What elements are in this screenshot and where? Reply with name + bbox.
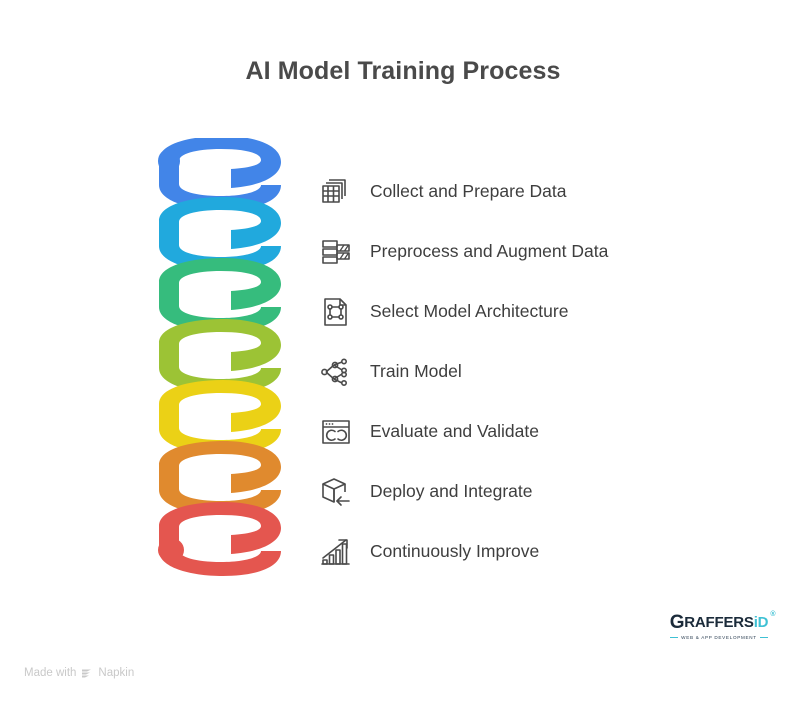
document-graph-icon <box>316 292 356 332</box>
step-row[interactable]: Preprocess and Augment Data <box>316 222 736 282</box>
browser-gauges-icon <box>316 412 356 452</box>
brand-wordmark: GRAFFERSiD ® <box>669 611 776 633</box>
page-title: AI Model Training Process <box>245 57 561 85</box>
steps-list: Collect and Prepare Data Preprocess and … <box>316 162 736 582</box>
cube-arrow-icon <box>316 472 356 512</box>
step-row[interactable]: Continuously Improve <box>316 522 736 582</box>
napkin-logo-icon <box>81 667 93 679</box>
napkin-watermark: Made with Napkin <box>24 667 134 679</box>
step-label: Train Model <box>370 361 462 382</box>
brand-tagline-row: WEB & APP DEVELOPMENT <box>670 635 768 640</box>
tagline-rule-left <box>670 636 679 638</box>
step-label: Continuously Improve <box>370 541 540 562</box>
network-nodes-icon <box>316 352 356 392</box>
brand-wordmark-main: RAFFERS <box>684 613 754 631</box>
watermark-prefix: Made with <box>24 667 77 679</box>
brand-tagline-text: WEB & APP DEVELOPMENT <box>681 634 757 640</box>
step-row[interactable]: Evaluate and Validate <box>316 402 736 462</box>
brand-wordmark-id: iD <box>753 613 769 631</box>
step-label: Preprocess and Augment Data <box>370 241 609 262</box>
step-row[interactable]: Select Model Architecture <box>316 282 736 342</box>
brand-wordmark-g: G <box>669 611 685 633</box>
step-label: Deploy and Integrate <box>370 481 533 502</box>
multicolor-helix-graphic <box>145 136 295 583</box>
data-rows-icon <box>316 232 356 272</box>
growth-chart-icon <box>316 532 356 572</box>
watermark-brand: Napkin <box>98 667 135 679</box>
step-row[interactable]: Train Model <box>316 342 736 402</box>
step-label: Evaluate and Validate <box>370 421 539 442</box>
graffersid-logo: GRAFFERSiD ® WEB & APP DEVELOPMENT <box>669 609 776 643</box>
step-label: Select Model Architecture <box>370 301 569 322</box>
tagline-rule-right <box>759 636 768 638</box>
step-row[interactable]: Deploy and Integrate <box>316 462 736 522</box>
stacked-table-icon <box>316 172 356 212</box>
step-label: Collect and Prepare Data <box>370 181 567 202</box>
registered-mark: ® <box>770 610 776 618</box>
step-row[interactable]: Collect and Prepare Data <box>316 162 736 222</box>
